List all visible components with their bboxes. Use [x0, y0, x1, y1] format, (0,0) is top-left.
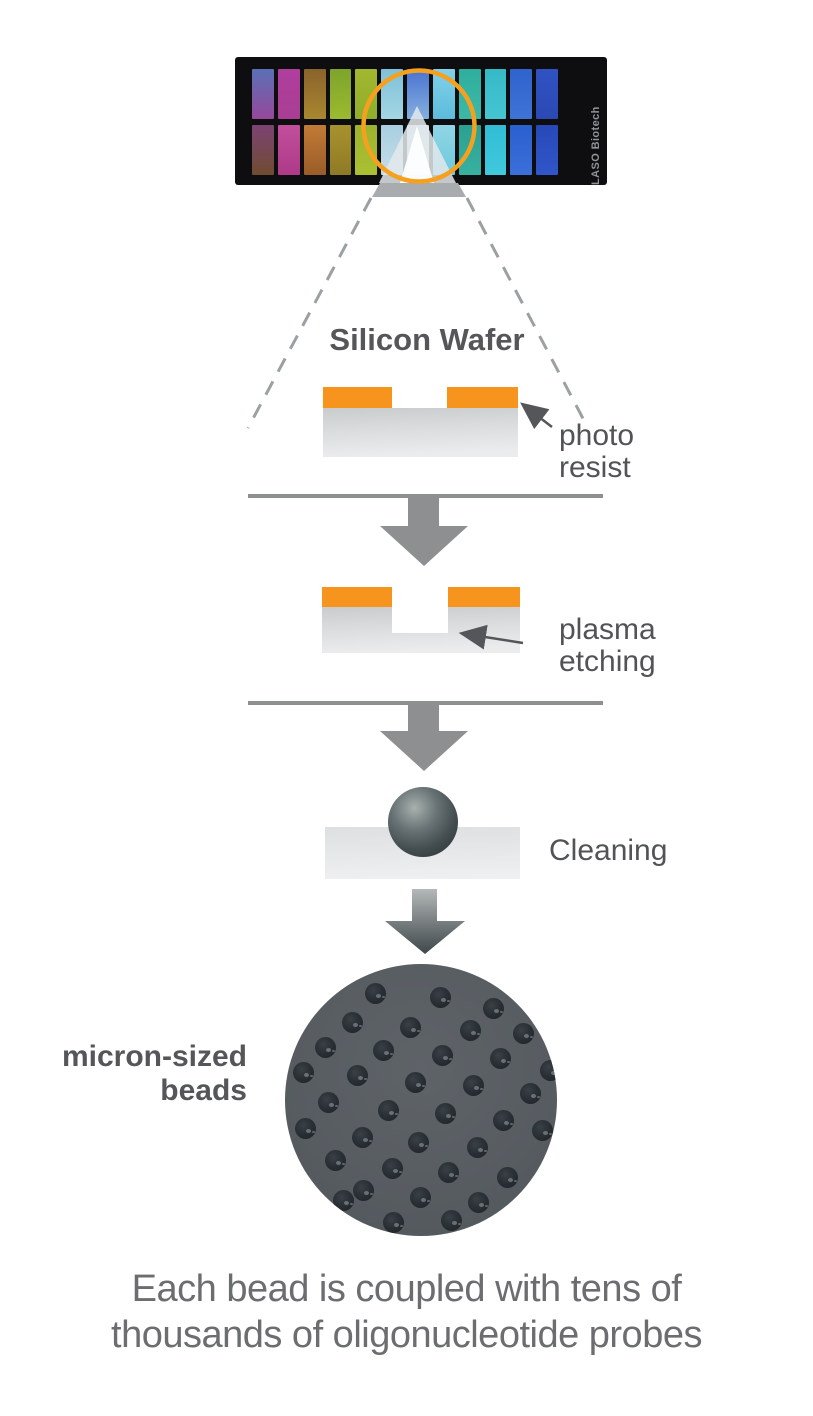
chip-strip	[458, 69, 481, 119]
photo-resist-block-right	[447, 387, 518, 408]
plasma-etching-label: plasma etching	[559, 613, 656, 678]
chip-strip	[277, 69, 300, 119]
micro-bead	[539, 1059, 557, 1081]
micro-bead	[482, 997, 504, 1019]
chip-strip	[252, 125, 274, 175]
bead-sphere	[388, 787, 458, 857]
micron-sized-beads-label: micron-sized beads	[61, 1040, 247, 1107]
wafer-1	[323, 408, 518, 457]
chip-strip	[329, 69, 352, 119]
chip-strip	[252, 69, 274, 119]
chip-strip	[355, 69, 378, 119]
micro-bead	[332, 1189, 354, 1211]
micro-bead	[399, 1016, 421, 1038]
chip-strip-grid	[252, 69, 558, 175]
micro-bead	[409, 1186, 431, 1208]
micro-bead	[492, 1109, 514, 1131]
photo-resist-label: photo resist	[559, 419, 635, 484]
caption-text: Each bead is coupled with tens of thousa…	[111, 1268, 702, 1356]
micro-bead	[496, 1166, 518, 1188]
chip-brand-label: LASO Biotech	[590, 106, 602, 185]
micro-bead	[317, 1091, 339, 1113]
chip-strip	[355, 125, 378, 175]
plasma-etching-pointer-arrow	[458, 624, 524, 650]
micro-bead	[531, 1119, 553, 1141]
chip-strip	[432, 125, 455, 175]
micro-bead	[462, 1074, 484, 1096]
chip-strip	[484, 125, 507, 175]
microarray-chip: LASO Biotech	[235, 57, 607, 185]
wafer-2-etched	[322, 607, 520, 653]
chip-strip	[510, 69, 533, 119]
micro-bead	[292, 1061, 314, 1083]
micro-bead	[314, 1036, 336, 1058]
micro-bead	[346, 1064, 368, 1086]
chip-strip	[303, 69, 326, 119]
chip-strip	[381, 125, 403, 175]
photo-resist-pointer-arrow	[520, 402, 553, 430]
zoom-dashed-line-right	[465, 197, 590, 429]
chip-strip	[407, 69, 429, 119]
zoom-dashed-line-left	[246, 197, 373, 429]
micro-bead	[467, 1191, 489, 1213]
chip-strip	[303, 125, 326, 175]
micro-bead	[382, 1211, 404, 1233]
micro-bead	[512, 1022, 534, 1044]
micro-bead	[377, 1099, 399, 1121]
micro-bead	[407, 1131, 429, 1153]
separator-line-2	[248, 701, 603, 705]
micro-bead	[489, 1047, 511, 1069]
chip-strip	[329, 125, 352, 175]
magnifier-cone-base	[372, 183, 466, 197]
micro-bead	[294, 1117, 316, 1139]
silicon-wafer-title: Silicon Wafer	[329, 322, 525, 357]
chip-strip	[277, 125, 300, 175]
separator-line-1	[248, 494, 603, 498]
micro-bead	[381, 1157, 403, 1179]
micro-bead	[352, 1179, 374, 1201]
micro-bead	[431, 1044, 453, 1066]
micro-bead	[466, 1136, 488, 1158]
photo-resist-block-left-2	[322, 587, 392, 607]
beads-micrograph	[285, 964, 557, 1236]
micro-bead	[519, 1082, 541, 1104]
micro-bead	[434, 1102, 456, 1124]
chip-strip	[458, 125, 481, 175]
chip-strip	[407, 125, 429, 175]
micro-bead	[459, 1019, 481, 1041]
micro-bead	[351, 1126, 373, 1148]
chip-strip	[432, 69, 455, 119]
micro-bead	[324, 1149, 346, 1171]
chip-strip	[484, 69, 507, 119]
micro-bead	[372, 1039, 394, 1061]
photo-resist-block-right-2	[448, 587, 520, 607]
photo-resist-block-left	[323, 387, 392, 408]
flow-arrow-3	[385, 889, 465, 954]
chip-strip	[536, 69, 558, 119]
micro-bead	[437, 1161, 459, 1183]
micro-bead	[364, 982, 386, 1004]
chip-strip	[510, 125, 533, 175]
chip-strip	[536, 125, 558, 175]
micro-bead	[404, 1071, 426, 1093]
micro-bead	[440, 1209, 462, 1231]
micro-bead	[429, 986, 451, 1008]
flow-arrow-1	[380, 496, 468, 566]
flow-arrow-2	[380, 703, 468, 771]
wafer-3-cleaning	[325, 827, 520, 879]
chip-strip	[381, 69, 403, 119]
micro-bead	[341, 1011, 363, 1033]
cleaning-label: Cleaning	[549, 834, 668, 867]
